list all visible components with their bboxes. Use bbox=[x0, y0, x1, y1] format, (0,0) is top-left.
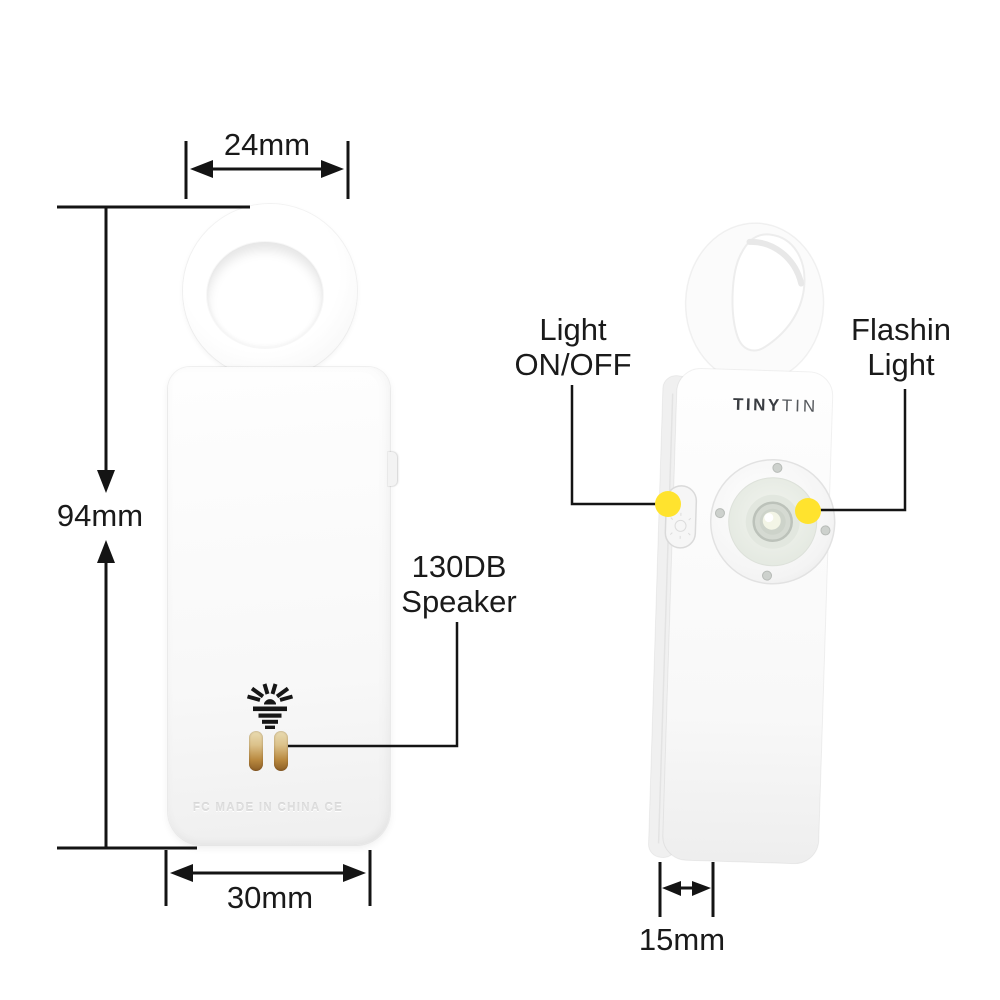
front-body bbox=[168, 367, 390, 845]
dim-15mm-label: 15mm bbox=[638, 922, 726, 957]
dim-24mm-label: 24mm bbox=[223, 127, 311, 162]
callout-speaker-line2: Speaker bbox=[401, 584, 517, 619]
screw-icon bbox=[820, 525, 831, 536]
callout-flashlight-line1: Flashin bbox=[851, 312, 951, 347]
callout-light-switch-line2: ON/OFF bbox=[514, 347, 632, 382]
dim-30mm-label: 30mm bbox=[226, 880, 314, 915]
side-view-device bbox=[648, 222, 836, 865]
brand-light: TIN bbox=[781, 395, 819, 416]
screw-icon bbox=[714, 508, 725, 519]
brand-bold: TINY bbox=[732, 394, 782, 415]
callout-light-switch-line1: Light bbox=[539, 312, 607, 347]
screw-icon bbox=[762, 570, 773, 581]
callout-light-switch: Light ON/OFF bbox=[514, 312, 631, 382]
speaker-slot-left bbox=[249, 731, 263, 771]
side-ring-hole bbox=[731, 233, 806, 352]
callout-flashlight: Flashin Light bbox=[851, 312, 951, 382]
ring-hole-shading bbox=[746, 238, 805, 287]
front-side-button bbox=[388, 452, 397, 486]
siren-speaker-icon bbox=[246, 683, 294, 729]
screw-icon bbox=[772, 462, 783, 473]
callout-speaker-line1: 130DB bbox=[411, 549, 507, 584]
brand-logo: TINYTIN bbox=[733, 395, 833, 418]
side-body-face bbox=[662, 367, 834, 865]
dim-94mm-label: 94mm bbox=[56, 498, 144, 533]
edge-seam-line bbox=[657, 393, 674, 844]
embossed-text: FC MADE IN CHINA CE bbox=[192, 802, 344, 814]
hanging-ring-hole bbox=[207, 242, 323, 348]
light-onoff-button bbox=[664, 485, 698, 549]
callout-flashlight-line2: Light bbox=[867, 347, 935, 382]
speaker-slot-right bbox=[274, 731, 288, 771]
callout-speaker: 130DB Speaker bbox=[401, 549, 516, 619]
